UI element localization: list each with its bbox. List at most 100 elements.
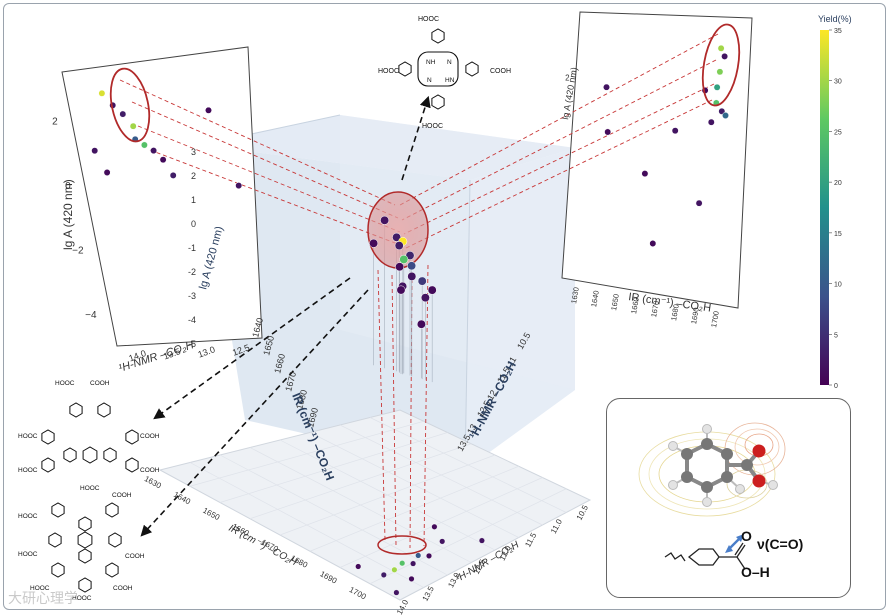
z-tick-label: -2 xyxy=(188,267,196,277)
z-tick-label: 2 xyxy=(191,171,196,181)
floor-plane xyxy=(158,409,592,601)
porphyrin-label-right: COOH xyxy=(490,68,511,75)
benzene-ring xyxy=(78,548,92,564)
benzene-ring xyxy=(51,562,65,578)
nmr-projection-point xyxy=(91,147,99,155)
lower-mol-label: HOOC xyxy=(80,485,100,492)
figure-frame xyxy=(3,3,886,610)
porphyrin-label-left: HOOC xyxy=(378,68,399,75)
benzene-ring xyxy=(125,429,139,445)
porphyrin-label-top: HOOC xyxy=(418,16,439,23)
floor-projection-point xyxy=(408,575,415,582)
porphyrin-n2: N xyxy=(427,77,432,84)
hydroxyl-label: O–H xyxy=(741,564,770,580)
colorbar-tick-label: 10 xyxy=(834,282,842,289)
nmr-projection-panel xyxy=(61,46,263,347)
nmr-projection-point xyxy=(129,122,137,130)
projection-dash-line xyxy=(391,274,397,546)
ir-projection-point xyxy=(707,118,715,126)
upper-mol-label: HOOC xyxy=(55,380,75,387)
ir-projection-point xyxy=(695,199,703,207)
chart-marks xyxy=(91,23,741,596)
ir-ytick-label: 2 xyxy=(565,74,570,83)
ir-projection-point xyxy=(641,170,649,178)
floor-projection-point xyxy=(410,560,417,567)
floor-ir-tick-label: 1640 xyxy=(172,490,192,507)
y-tick-label: 13 xyxy=(465,422,479,436)
floor-ir-tick-label: 1630 xyxy=(143,474,163,491)
projection-dash-line xyxy=(137,125,401,233)
floor-projection-point xyxy=(393,589,400,596)
main-3d-point xyxy=(380,215,390,225)
porphyrin-nh: NH xyxy=(426,59,436,66)
floor-projection-point xyxy=(439,538,446,545)
floor-grid-line xyxy=(369,488,567,585)
porphyrin-label-bottom: HOOC xyxy=(422,123,443,130)
benzene-ring xyxy=(63,447,77,463)
benzene-ring xyxy=(48,532,62,548)
z-tick-label: -4 xyxy=(188,315,196,325)
benzene-ring xyxy=(41,457,55,473)
benzene-ring xyxy=(77,531,93,549)
lower-mol-label: COOH xyxy=(125,553,145,560)
main-3d-point xyxy=(395,262,405,272)
nmr-ytick-label: 0 xyxy=(65,181,71,192)
nmr-projection-point xyxy=(150,147,158,155)
benzoic-acid-3d-model xyxy=(668,424,778,507)
main-3d-point xyxy=(427,285,437,295)
ir-projection-point xyxy=(713,83,721,91)
nmr-yaxis-title: lg A (420 nm) xyxy=(61,179,75,250)
ir-xtick-label: 1690 xyxy=(689,307,701,325)
main-3d-point xyxy=(392,232,402,242)
nmr-ytick-label: −4 xyxy=(85,310,97,321)
main-3d-point xyxy=(399,254,409,264)
floor-ir-tick-label: 1650 xyxy=(201,506,221,523)
ir-projection-point xyxy=(649,240,657,247)
lower-mol-label: HOOC xyxy=(72,595,92,602)
main-3d-point xyxy=(407,261,417,271)
z-tick-label: -1 xyxy=(188,243,196,253)
cluster-highlight-ir xyxy=(701,23,741,107)
porphyrin-hn: HN xyxy=(445,77,455,84)
upper-mol-label: HOOC xyxy=(18,467,38,474)
colorbar-tick-label: 35 xyxy=(834,28,842,35)
floor-projection-point xyxy=(478,537,485,544)
main-3d-point xyxy=(416,319,426,329)
colorbar-tick-label: 0 xyxy=(834,383,838,390)
floor-ir-tick-label: 1700 xyxy=(348,585,368,602)
lower-mol-label: COOH xyxy=(112,492,132,499)
cluster-highlight-nmr xyxy=(109,67,151,143)
cube-edge xyxy=(464,179,471,471)
floor-grid xyxy=(189,417,567,588)
lower-mol-label: HOOC xyxy=(30,585,50,592)
cube-back-pane xyxy=(340,115,575,390)
main-3d-point xyxy=(396,285,406,295)
y-tick-label: 11 xyxy=(505,355,518,368)
nmr-ytick-label: 2 xyxy=(52,116,58,127)
nmr-ytick-label: −2 xyxy=(72,245,84,256)
main-3d-point xyxy=(407,271,417,281)
nmr-projection-point xyxy=(98,89,106,97)
nmr-projection-point xyxy=(169,171,177,179)
stretch-arrow xyxy=(725,534,744,553)
benzene-ring xyxy=(398,61,412,77)
upper-mol-label: COOH xyxy=(140,467,160,474)
lower-mol-label: COOH xyxy=(113,585,133,592)
ir-projection-point xyxy=(721,52,729,60)
molecule-arrow xyxy=(401,95,431,181)
floor-nmr-tick-label: 14.0 xyxy=(395,598,411,615)
z-tick-label: 3 xyxy=(191,147,196,157)
projection-dash-line xyxy=(401,59,717,221)
nmr-projection-point xyxy=(205,106,212,114)
benzene-ring xyxy=(97,402,111,418)
aryl-carboxylic-sketch xyxy=(664,542,746,570)
floor-projection-point xyxy=(399,560,406,567)
colorbar-tick-label: 25 xyxy=(834,129,842,136)
nmr-projection-point xyxy=(140,141,148,149)
z-tick-label: 1 xyxy=(191,195,196,205)
